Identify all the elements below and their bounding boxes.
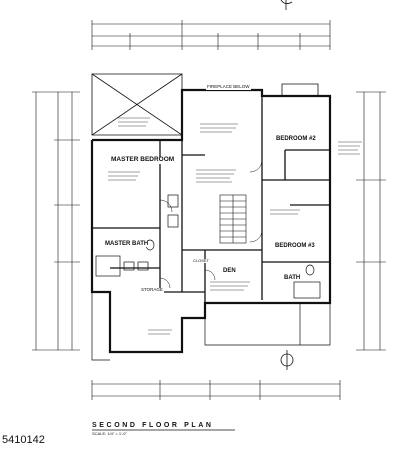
- label-storage: STORAGE: [140, 287, 164, 293]
- bath-fixtures: [95, 194, 321, 299]
- label-master-bath: MASTER BATH: [104, 241, 150, 247]
- interior-walls: [92, 96, 330, 303]
- label-den: DEN: [222, 268, 237, 274]
- annotation-notes: [108, 117, 362, 335]
- door-swings: [159, 159, 263, 289]
- label-fireplace-below: FIREPLACE BELOW: [206, 84, 251, 90]
- scale-note: SCALE: 1/4" = 1'-0": [92, 431, 127, 436]
- label-bath: BATH: [283, 275, 302, 281]
- label-closet: CLOSET: [192, 258, 211, 263]
- floor-plan-title: SECOND FLOOR PLAN: [92, 422, 214, 429]
- dimension-lines-top: [91, 20, 331, 50]
- listing-id: 5410142: [2, 434, 45, 446]
- label-bedroom-2: BEDROOM #2: [275, 136, 317, 142]
- north-arrow-top: [280, 0, 293, 10]
- exterior-walls: [90, 88, 332, 354]
- dimension-lines-right: [356, 91, 386, 351]
- label-bedroom-3: BEDROOM #3: [274, 243, 316, 249]
- north-arrow-bottom: [280, 350, 294, 370]
- staircase: [219, 194, 247, 244]
- lower-roof-outline: [91, 292, 331, 361]
- dimension-lines-left: [32, 91, 80, 351]
- label-master-bedroom: MASTER BEDROOM: [110, 156, 176, 164]
- dimension-lines-bottom: [91, 380, 341, 400]
